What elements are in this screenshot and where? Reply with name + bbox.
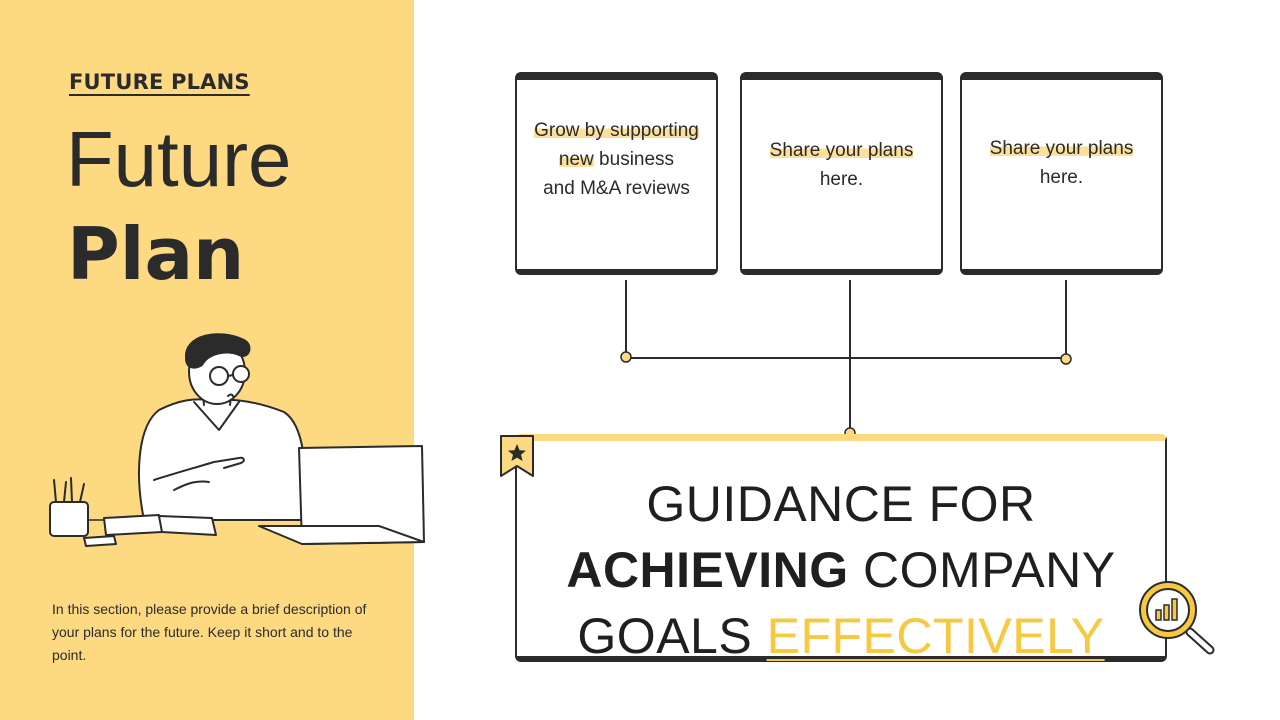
goal-word-goals: GOALS [577, 608, 767, 664]
plan-card-2-line1: Share your plans [769, 139, 914, 161]
goal-word-guidance: GUIDANCE [646, 476, 915, 532]
magnifier-chart-icon [1139, 581, 1215, 655]
goal-box: GUIDANCE FOR ACHIEVING COMPANY GOALS EFF… [515, 434, 1167, 664]
plan-card-1-line1: Grow by supporting [534, 120, 699, 141]
goal-word-achieving: ACHIEVING [566, 542, 849, 598]
plan-card-3-line2: here. [1039, 166, 1084, 188]
plan-card-2-line2: here. [819, 168, 864, 190]
plan-card-1-line3: and M&A reviews [543, 178, 690, 199]
goal-word-company: COMPANY [848, 542, 1116, 598]
person-laptop-illustration [49, 333, 425, 547]
plan-card-1: Grow by supporting new business and M&A … [515, 72, 718, 275]
plan-card-3: Share your plans here. [960, 72, 1163, 275]
connector-node-right [1060, 353, 1072, 365]
section-label: FUTURE PLANS [69, 70, 250, 94]
goal-text: GUIDANCE FOR ACHIEVING COMPANY GOALS EFF… [517, 471, 1165, 669]
plan-card-1-line2-rest: business [593, 149, 675, 170]
section-description: In this section, please provide a brief … [52, 601, 367, 663]
plan-card-1-line2: new [558, 149, 594, 170]
plan-card-1-text: Grow by supporting new business and M&A … [528, 116, 705, 203]
goal-word-effectively: EFFECTIVELY [766, 608, 1105, 664]
goal-word-for: FOR [914, 476, 1036, 532]
plan-card-3-line1: Share your plans [989, 137, 1134, 159]
connector-node-left [620, 351, 632, 363]
star-bookmark-icon [500, 435, 534, 477]
plan-card-2: Share your plans here. [740, 72, 943, 275]
plan-card-2-text: Share your plans here. [764, 136, 920, 194]
plan-card-3-text: Share your plans here. [984, 134, 1140, 192]
page-title-light: Future [66, 115, 292, 203]
page-title-bold: Plan [67, 212, 245, 296]
